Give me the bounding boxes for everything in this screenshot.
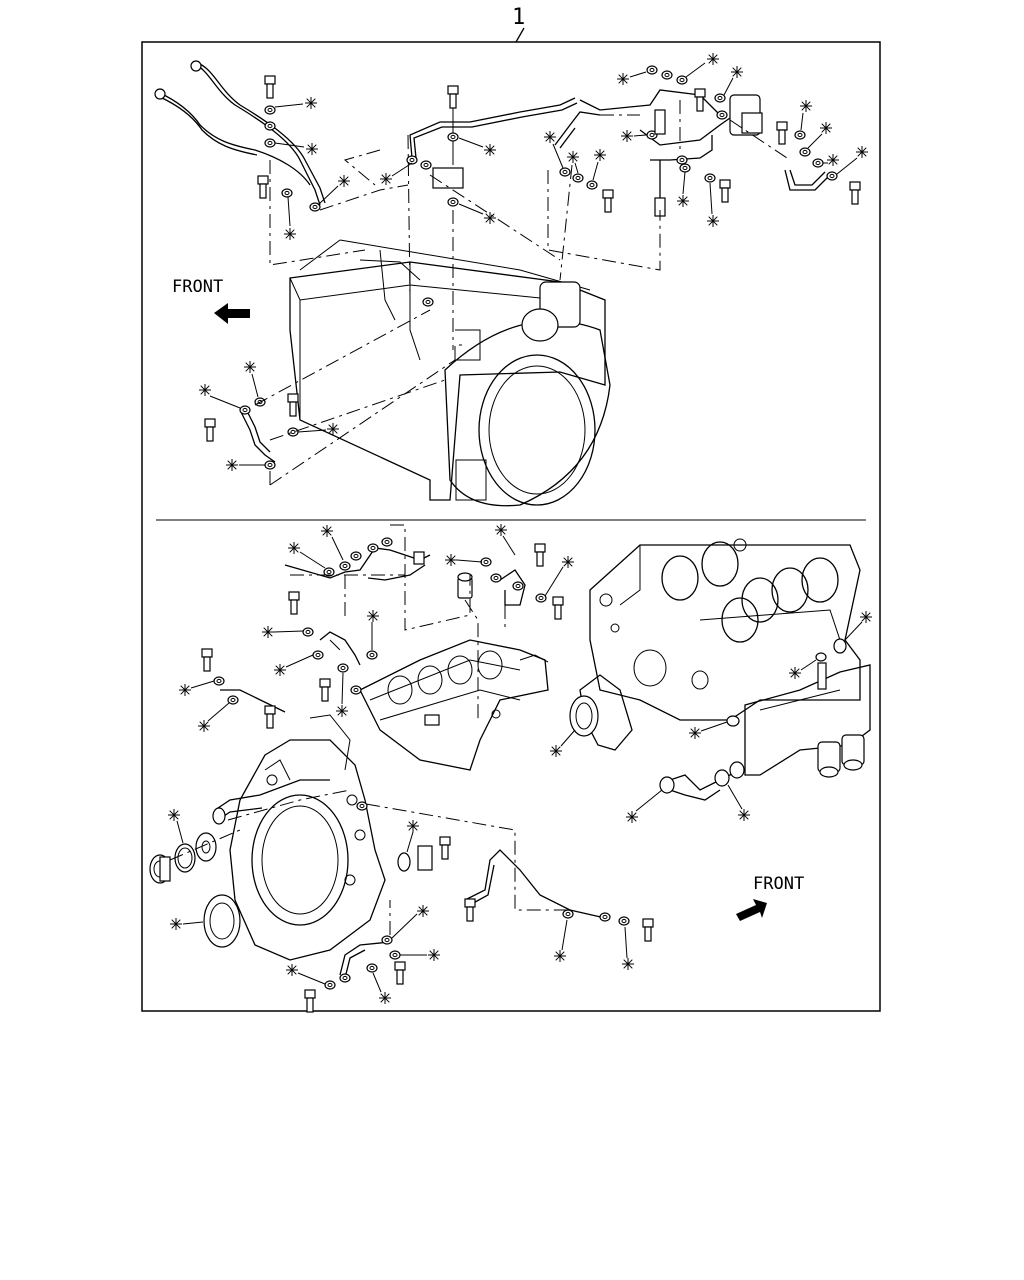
assembly-lines-top: [254, 100, 791, 486]
figure-frame: [141, 41, 881, 1012]
front-seal-bottom: [569, 674, 633, 751]
bottom-panel: FRONT: [149, 523, 873, 1013]
front-arrow-icon-bottom: [736, 899, 767, 921]
oil-cooler-bottom: [659, 638, 871, 801]
callout-leader: [515, 27, 525, 43]
oil-pipes-bottom: [201, 537, 654, 1013]
front-label-top: FRONT: [172, 277, 223, 297]
oil-pipe-lower-top: [204, 297, 434, 470]
flywheel-housing-bottom: [212, 714, 386, 961]
oil-pipe-left-top: [154, 60, 326, 212]
assembly-lines-bottom: [169, 524, 570, 935]
front-label-bottom: FRONT: [753, 874, 804, 894]
asterisk-markers-bottom: [167, 523, 873, 1005]
flywheel-housing-top: [289, 239, 611, 507]
front-arrow-icon-top: [214, 303, 250, 324]
center-pipe-top: [406, 85, 578, 207]
oil-pipe-right-top: [554, 65, 861, 217]
cylinder-block-bottom: [589, 538, 861, 721]
callout-number: 1: [512, 5, 525, 30]
sensor-bottom: [397, 836, 451, 872]
rear-seals-bottom: [149, 832, 241, 948]
asterisk-markers-top: [198, 52, 869, 472]
top-panel: FRONT: [154, 52, 869, 507]
manifold-bottom: [359, 639, 549, 771]
